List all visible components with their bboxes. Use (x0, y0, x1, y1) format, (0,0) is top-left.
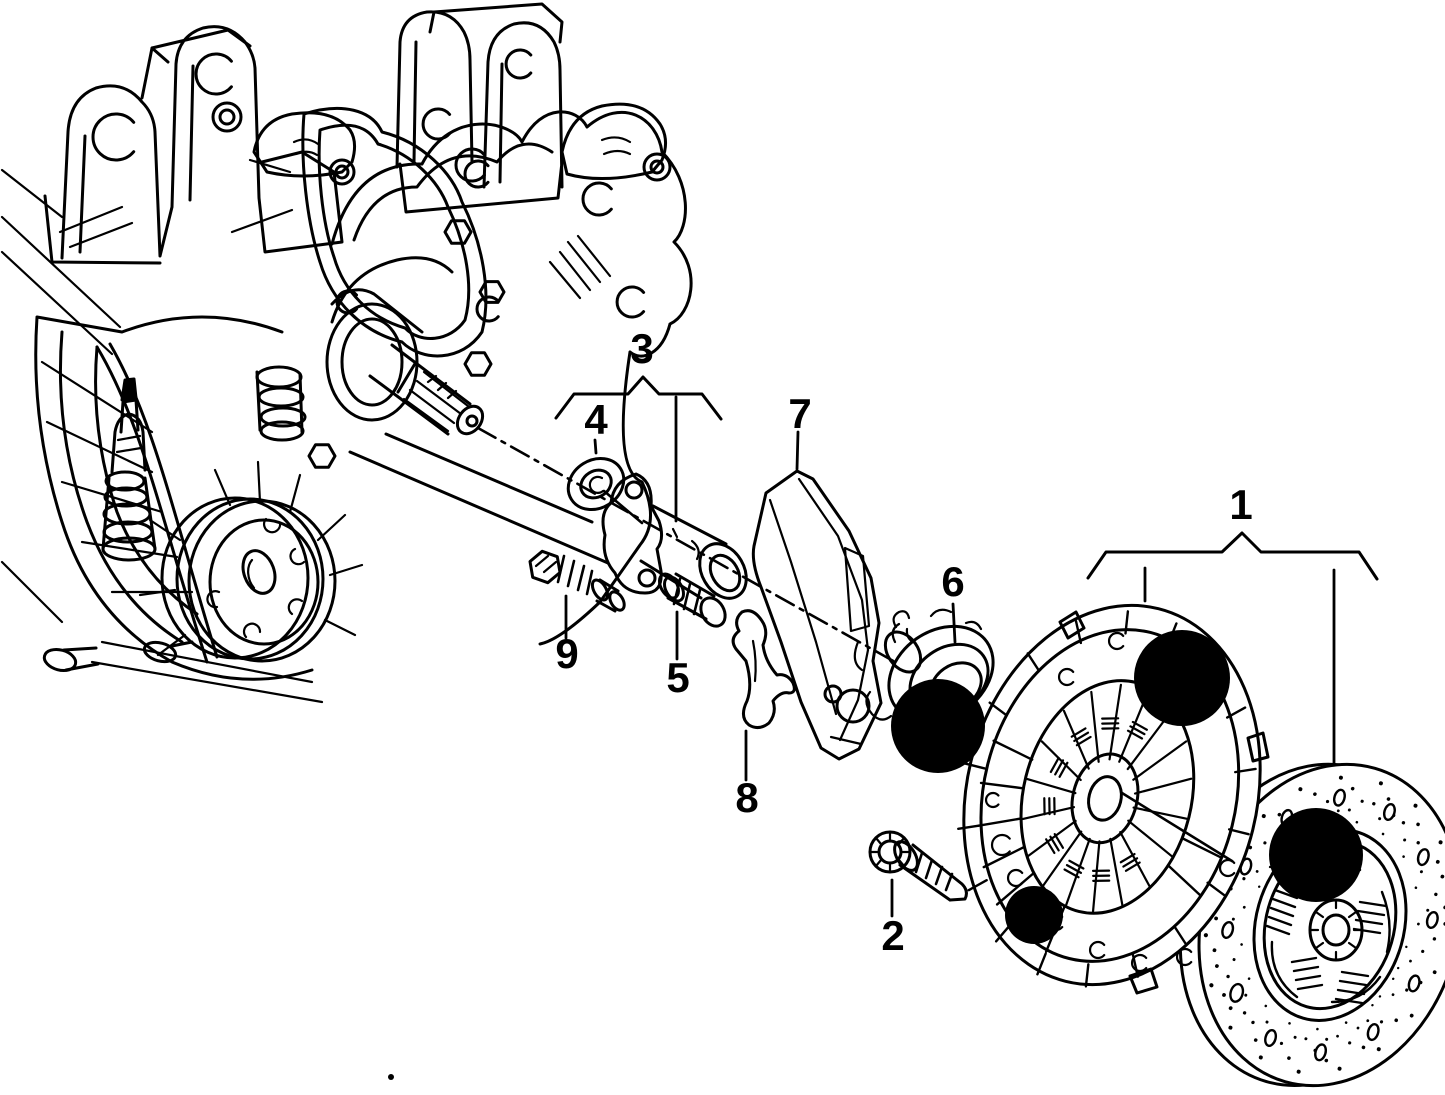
callout-5-label: 5 (666, 654, 689, 701)
redaction-dot (1269, 808, 1363, 902)
part-7-release-lever (751, 469, 883, 761)
callout-3: 3 (554, 325, 723, 523)
axis-centerline (476, 426, 897, 664)
callout-9: 9 (555, 594, 579, 677)
mount-dome-left (211, 101, 357, 186)
callout-9-label: 9 (555, 630, 578, 677)
ink-speck (388, 1074, 394, 1080)
callout-1-leader (1143, 566, 1336, 766)
callout-7-leader (795, 430, 800, 471)
callout-8-label: 8 (735, 774, 758, 821)
redaction-dots (388, 630, 1363, 1080)
input-shaft (325, 256, 610, 565)
part-8-release-fork (731, 609, 796, 730)
callout-7-label: 7 (788, 390, 811, 437)
callout-2-label: 2 (881, 912, 904, 959)
housing-hole-icon (454, 147, 646, 319)
flange-notch-icon (206, 517, 306, 639)
part-2-bolt (868, 830, 968, 902)
callouts: 1 2 3 4 5 6 7 8 (554, 325, 1379, 959)
callout-4-leader (593, 438, 598, 455)
mount-hole-icon (91, 52, 233, 162)
output-flange (42, 460, 364, 673)
transmission-assembly (0, 2, 901, 721)
redaction-dot (891, 679, 985, 773)
engine-mount-left (43, 25, 344, 265)
callout-2: 2 (881, 878, 905, 959)
clutch-housing-cone (0, 168, 324, 704)
part-5-bolt (658, 572, 727, 628)
callout-4-label: 4 (584, 396, 608, 443)
callout-1-bracket (1086, 531, 1379, 581)
disc-hub (1308, 898, 1364, 962)
part-3-guide-sleeve (601, 472, 748, 600)
mount-dome-right (560, 102, 672, 182)
callout-8: 8 (735, 729, 759, 821)
callout-1-label: 1 (1229, 481, 1252, 528)
rivet-holes (1221, 788, 1439, 1062)
callout-6-label: 6 (941, 558, 964, 605)
breather-plug (101, 377, 157, 562)
shaft-stub (255, 365, 307, 442)
bolt-head-icon (307, 219, 506, 469)
callout-3-bracket (554, 375, 723, 421)
gearbox-housing (307, 110, 693, 646)
callout-4: 4 (584, 396, 608, 455)
callout-1: 1 (1086, 481, 1379, 766)
callout-7: 7 (788, 390, 812, 471)
spline-hatch (402, 370, 470, 433)
redaction-dot (1005, 886, 1063, 944)
callout-6-leader (951, 602, 957, 644)
callout-5: 5 (666, 610, 690, 701)
spring-strap-marks (1043, 717, 1148, 883)
redaction-dot (1134, 630, 1230, 726)
seal-pointer-line (602, 489, 644, 525)
callout-3-label: 3 (630, 325, 653, 372)
hub-pointer-line (1120, 791, 1234, 863)
part-9-bolt (528, 549, 626, 613)
rim-lugs (1058, 610, 1270, 995)
callout-6: 6 (941, 558, 965, 644)
